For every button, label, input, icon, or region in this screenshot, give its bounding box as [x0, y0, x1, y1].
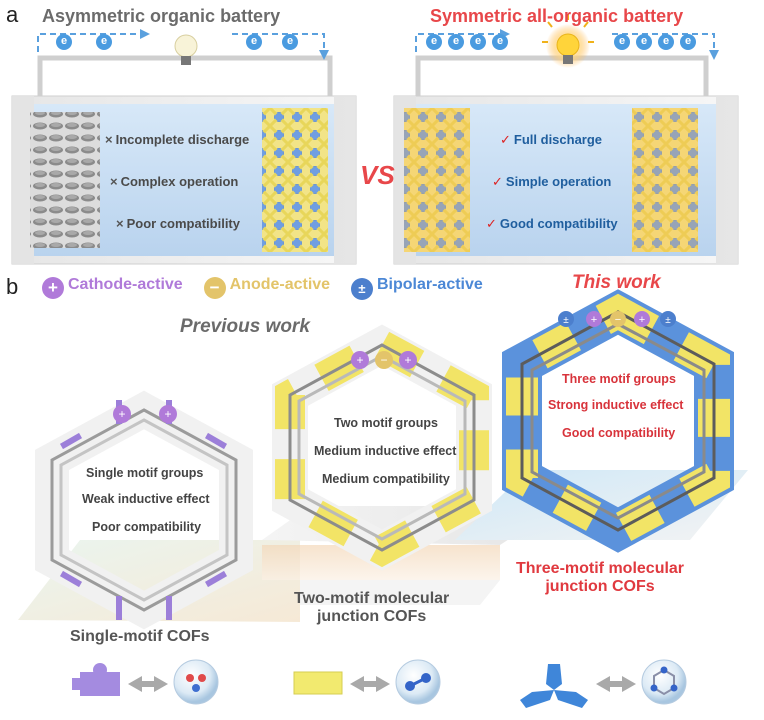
two-motif-cofs-label: Two-motif molecular junction COFs	[294, 590, 450, 625]
hexagon-two-motif: + − +	[272, 324, 492, 571]
this-work-title: This work	[572, 272, 661, 293]
legend-anode: Anode-active	[229, 276, 331, 293]
electron-icon: e	[614, 34, 630, 50]
svg-text:±: ±	[563, 315, 569, 326]
legend-cathode: Cathode-active	[68, 276, 183, 293]
hexagon-three-motif: ± + − + ±	[502, 289, 734, 553]
svg-text:+: +	[164, 407, 171, 421]
electron-icon: e	[658, 34, 674, 50]
single-line-1: Single motif groups	[86, 466, 204, 480]
left-battery-title: Asymmetric organic battery	[42, 6, 281, 26]
electron-icon: e	[282, 34, 298, 50]
left-feature-2: ×Complex operation	[110, 174, 239, 189]
blue-motif-block	[520, 664, 588, 708]
svg-text:+: +	[591, 314, 597, 326]
right-feature-1: ✓Full discharge	[500, 132, 603, 147]
yellow-motif-block	[293, 671, 343, 695]
gray-electrode-material	[30, 112, 100, 248]
left-arrow-2	[232, 33, 325, 52]
bulb-on-icon	[542, 14, 594, 68]
cross-mark-icon: ×	[105, 132, 113, 147]
two-line-2: Medium inductive effect	[314, 444, 457, 458]
panel-letter-a: a	[6, 2, 19, 27]
check-mark-icon: ✓	[500, 132, 511, 147]
check-mark-icon: ✓	[492, 174, 503, 189]
cross-mark-icon: ×	[116, 216, 124, 231]
single-line-2: Weak inductive effect	[82, 492, 210, 506]
three-line-2: Strong inductive effect	[548, 398, 684, 412]
single-motif-cofs-label: Single-motif COFs	[70, 628, 210, 645]
right-battery-title: Symmetric all-organic battery	[430, 6, 684, 26]
plus-icon: +	[42, 277, 64, 299]
three-line-3: Good compatibility	[562, 426, 676, 440]
left-feature-3: ×Poor compatibility	[116, 216, 240, 231]
svg-text:+: +	[118, 407, 125, 421]
double-arrow-icon	[128, 676, 142, 692]
electron-icon: e	[470, 34, 486, 50]
cross-mark-icon: ×	[110, 174, 118, 189]
right-battery	[393, 14, 739, 265]
svg-text:−: −	[615, 314, 621, 326]
check-mark-icon: ✓	[486, 216, 497, 231]
three-line-1: Three motif groups	[562, 372, 676, 386]
electron-icon: e	[426, 34, 442, 50]
molecule-sphere-3	[641, 659, 687, 705]
left-arrow-1	[37, 33, 140, 52]
panel-letter-b: b	[6, 274, 19, 299]
legend: +Cathode-active −Anode-active ±Bipolar-a…	[42, 276, 483, 300]
electron-icon: e	[636, 34, 652, 50]
right-feature-2: ✓Simple operation	[492, 174, 612, 189]
electron-icon: e	[492, 34, 508, 50]
bulb-off-icon	[174, 34, 198, 65]
electron-icon: e	[448, 34, 464, 50]
motif-row	[72, 659, 687, 708]
electron-icon: e	[96, 34, 112, 50]
two-line-1: Two motif groups	[334, 416, 438, 430]
legend-bipolar: Bipolar-active	[376, 276, 483, 293]
previous-work-title: Previous work	[180, 316, 310, 337]
bipolar-icon: ±	[350, 278, 373, 300]
svg-text:+: +	[404, 353, 411, 367]
three-motif-cofs-label: Three-motif molecular junction COFs	[516, 560, 685, 595]
electron-icon: e	[56, 34, 72, 50]
vs-label: VS	[360, 160, 395, 190]
purple-motif-block	[72, 663, 120, 696]
left-feature-1: ×Incomplete discharge	[105, 132, 250, 147]
svg-text:+: +	[356, 353, 363, 367]
svg-text:−: −	[380, 353, 387, 367]
right-feature-3: ✓Good compatibility	[486, 216, 618, 231]
two-line-3: Medium compatibility	[322, 472, 450, 486]
framework-electrode-material	[262, 108, 328, 252]
minus-icon: −	[203, 277, 226, 299]
svg-text:+: +	[639, 314, 645, 326]
electron-icon: e	[246, 34, 262, 50]
electron-icon: e	[680, 34, 696, 50]
svg-text:±: ±	[665, 315, 671, 326]
hexagon-single-motif: + +	[35, 390, 253, 630]
single-line-3: Poor compatibility	[92, 520, 202, 534]
left-battery	[11, 29, 357, 265]
molecule-sphere-1	[173, 659, 219, 705]
